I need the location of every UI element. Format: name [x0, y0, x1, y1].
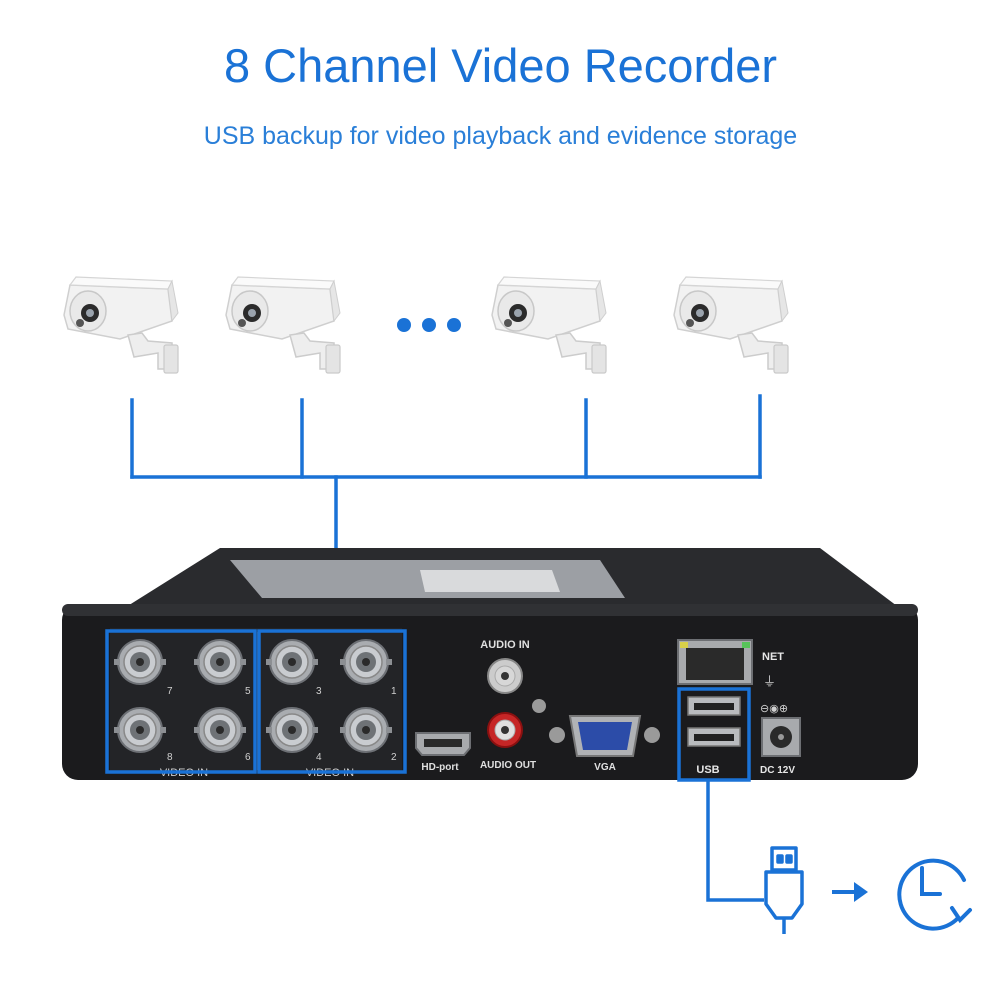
usb-ports: USB — [687, 696, 741, 776]
net-label: NET — [762, 651, 784, 663]
ground-symbol: ⏚ — [763, 674, 776, 689]
usb-drive-icon — [764, 846, 804, 934]
camera-3 — [491, 276, 607, 374]
hd-port-label: HD-port — [421, 762, 459, 773]
channel-label-8: 8 — [167, 752, 173, 763]
dc-port: ⊖◉⊕ DC 12V — [760, 703, 801, 776]
channel-label-1: 1 — [391, 686, 397, 697]
page-subtitle: USB backup for video playback and eviden… — [203, 122, 798, 150]
usb-label: USB — [696, 764, 719, 776]
channel-label-2: 2 — [391, 752, 397, 763]
channel-label-4: 4 — [316, 752, 322, 763]
highlight-boxes — [105, 629, 751, 782]
channel-label-5: 5 — [245, 686, 251, 697]
camera-2 — [225, 276, 341, 374]
audio-out-label: AUDIO OUT — [480, 760, 536, 771]
playback-clock-icon — [897, 858, 972, 931]
camera-1 — [63, 276, 179, 374]
channel-label-6: 6 — [245, 752, 251, 763]
page-title: 8 Channel Video Recorder — [223, 39, 778, 92]
channel-label-3: 3 — [316, 686, 322, 697]
audio-ports: AUDIO IN AUDIO OUT — [480, 639, 546, 771]
net-port: NET ⏚ — [677, 639, 784, 689]
audio-in-label: AUDIO IN — [480, 639, 530, 651]
camera-4 — [673, 276, 789, 374]
usb-flow-line — [706, 781, 764, 902]
vga-label: VGA — [594, 762, 616, 773]
arrow-right-icon — [832, 882, 868, 902]
vga-port: VGA — [549, 715, 660, 773]
dc-label: DC 12V — [760, 765, 795, 776]
channel-label-7: 7 — [167, 686, 173, 697]
dc-polarity-symbol: ⊖◉⊕ — [760, 703, 788, 715]
more-cameras-icon — [397, 318, 461, 332]
hd-port: HD-port — [415, 732, 471, 773]
